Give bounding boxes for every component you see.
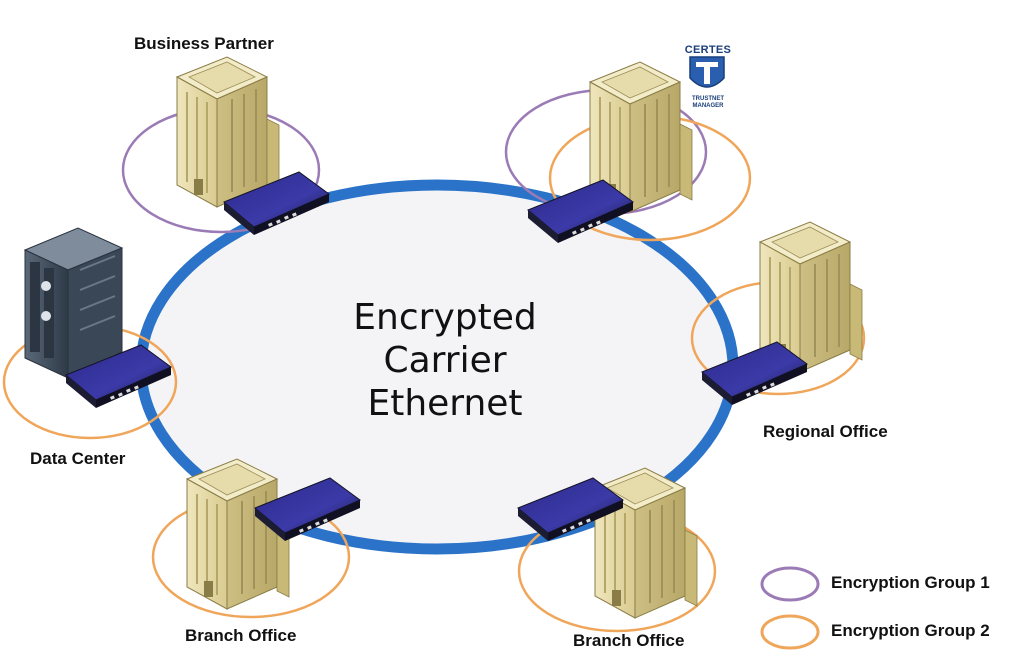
label-regional-office: Regional Office [763, 422, 888, 441]
server-rack-icon [23, 227, 124, 379]
label-branch-office-right: Branch Office [573, 631, 685, 650]
center-label-line: Carrier [383, 340, 507, 381]
label-data-center: Data Center [30, 449, 126, 468]
legend-label-group2: Encryption Group 2 [831, 621, 990, 640]
label-business-partner: Business Partner [134, 34, 274, 53]
center-label-line: Ethernet [367, 383, 523, 424]
legend-swatch-group1 [760, 566, 820, 602]
logo-brand: CERTES [684, 44, 732, 56]
logo-sub-line: TRUSTNET [692, 96, 724, 102]
legend-label-group1: Encryption Group 1 [831, 573, 990, 592]
building-business-partner [176, 56, 280, 208]
certes-shield-icon [689, 56, 725, 88]
building-branch-left [186, 458, 290, 610]
label-branch-office-left: Branch Office [185, 626, 297, 645]
logo-sub-line: MANAGER [692, 103, 724, 109]
legend-swatch-group2 [760, 614, 820, 650]
center-label-line: Encrypted [353, 297, 537, 338]
logo-subtitle: TRUSTNET MANAGER [680, 96, 736, 110]
center-label: Encrypted Carrier Ethernet [300, 296, 590, 425]
